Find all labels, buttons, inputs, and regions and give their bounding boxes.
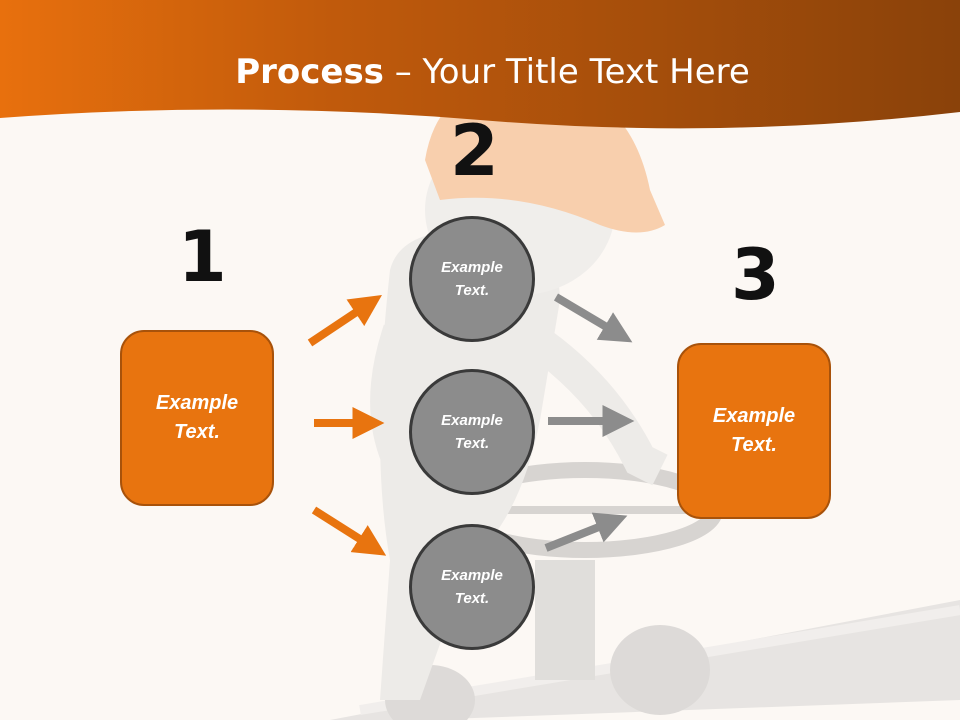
step-2-circle-middle: Example Text. <box>409 369 535 495</box>
title-rest: – Your Title Text Here <box>383 52 750 92</box>
arrow-bottom-to-right <box>544 512 628 552</box>
circle-middle-text: Example Text. <box>441 412 503 452</box>
arrow-left-to-top <box>307 295 382 347</box>
step-3-box: Example Text. <box>677 343 831 519</box>
step-3-box-text: Example Text. <box>712 405 796 456</box>
step-1-box: Example Text. <box>120 330 274 506</box>
step-number-3: 3 <box>731 234 780 316</box>
step-2-circle-top: Example Text. <box>409 216 535 342</box>
title-bold: Process <box>235 52 384 92</box>
step-number-1: 1 <box>178 216 227 298</box>
circle-bottom-text: Example Text. <box>441 567 503 607</box>
step-1-box-text: Example Text. <box>155 392 239 443</box>
arrow-top-to-right <box>553 293 633 343</box>
circle-top-text: Example Text. <box>441 259 503 299</box>
header-banner <box>0 0 960 129</box>
step-number-2: 2 <box>450 110 499 192</box>
page-title: Process – Your Title Text Here <box>0 52 960 92</box>
arrow-left-to-bottom <box>311 506 387 556</box>
step-2-circle-bottom: Example Text. <box>409 524 535 650</box>
